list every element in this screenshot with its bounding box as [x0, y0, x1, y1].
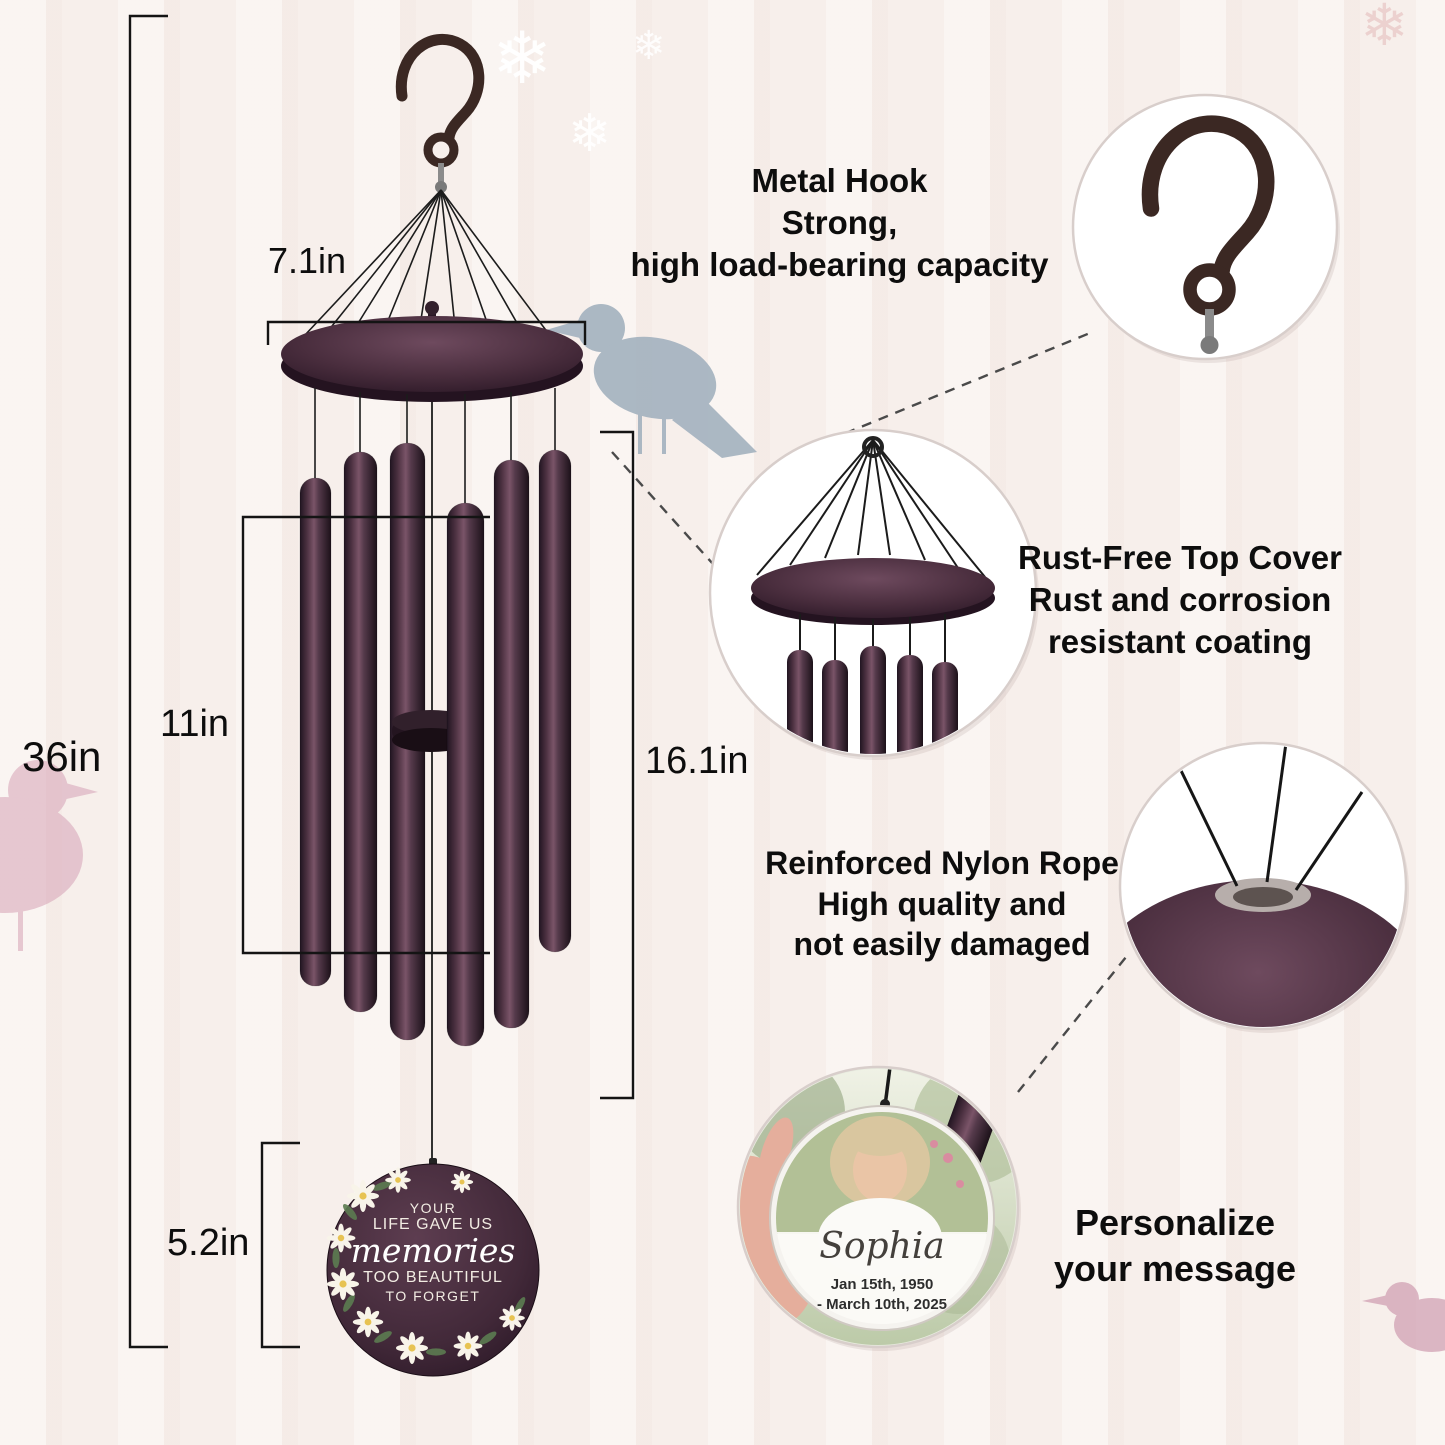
feature-text-cover: Rust-Free Top Cover Rust and corrosion r… — [990, 537, 1370, 663]
feature-rope-line2: High quality and — [817, 885, 1067, 922]
metal-hook — [401, 39, 479, 193]
feature-cover-line3: resistant coating — [1047, 622, 1313, 660]
pendant-line2: LIFE GAVE US — [372, 1216, 494, 1234]
dimension-total-length: 36in — [22, 733, 102, 780]
feature-text-personalize: Personalize your message — [1025, 1200, 1325, 1291]
bird-silhouette-pink-left — [0, 760, 98, 951]
snowflake-icon: ❄ — [1360, 0, 1409, 59]
bracket-tube-length — [241, 515, 490, 955]
callout-connectors — [611, 331, 1131, 1093]
feature-personalize-line2: your message — [1053, 1247, 1297, 1289]
feature-text-hook: Metal Hook Strong, high load-bearing cap… — [617, 160, 1062, 286]
dimension-top-width: 7.1in — [268, 240, 347, 281]
bracket-tube-section — [600, 430, 635, 1100]
pendant-line3: memories — [350, 1231, 516, 1271]
bird-silhouette-pink-right — [1362, 1282, 1445, 1352]
pendant-line4: TOO BEAUTIFUL — [363, 1269, 503, 1287]
chime-tube-front — [446, 502, 485, 1047]
feature-hook-line1: Metal Hook — [751, 162, 928, 199]
daisy-decoration — [326, 1167, 526, 1364]
feature-cover-line2: Rust and corrosion — [1028, 580, 1332, 618]
chime-tubes — [299, 442, 572, 1041]
bracket-total-length — [128, 14, 168, 1349]
bracket-pendant-section — [260, 1141, 300, 1349]
sample-pendant-name: Sophia — [819, 1226, 945, 1267]
pendant-message: YOUR LIFE GAVE US memories TOO BEAUTIFUL… — [341, 1200, 525, 1304]
dimension-tube-length: 11in — [160, 703, 230, 745]
feature-hook-line3: high load-bearing capacity — [630, 245, 1049, 283]
personalized-pendant-circle — [736, 1065, 1021, 1351]
top-cover — [281, 301, 583, 402]
pendant-line1: YOUR — [409, 1200, 457, 1216]
rope-closeup-circle — [1118, 741, 1409, 1033]
dimension-tube-section: 16.1in — [645, 740, 749, 782]
cover-closeup-circle — [708, 428, 1039, 760]
feature-text-rope: Reinforced Nylon Rope High quality and n… — [742, 843, 1142, 965]
hanging-strings — [289, 189, 558, 352]
bracket-top-width — [266, 320, 587, 345]
feature-cover-line1: Rust-Free Top Cover — [1018, 539, 1342, 576]
sample-pendant-death-date: - March 10th, 2025 — [816, 1296, 948, 1313]
dimension-pendant-section: 5.2in — [167, 1222, 250, 1264]
snowflake-icon: ❄ — [632, 23, 666, 69]
bird-silhouette-blue — [546, 304, 757, 458]
feature-hook-line2: Strong, — [781, 203, 898, 241]
snowflake-icon: ❄ — [568, 104, 612, 164]
snowflake-icon: ❄ — [492, 16, 553, 100]
feature-rope-line1: Reinforced Nylon Rope — [765, 845, 1119, 881]
hook-closeup-circle — [1071, 93, 1340, 363]
measurement-brackets — [128, 14, 635, 1349]
sample-pendant-birth-date: Jan 15th, 1950 — [830, 1276, 934, 1293]
pendant-line5: TO FORGET — [385, 1287, 481, 1304]
feature-personalize-line1: Personalize — [1074, 1202, 1276, 1243]
tube-strings — [314, 388, 556, 509]
feature-rope-line3: not easily damaged — [793, 926, 1091, 963]
